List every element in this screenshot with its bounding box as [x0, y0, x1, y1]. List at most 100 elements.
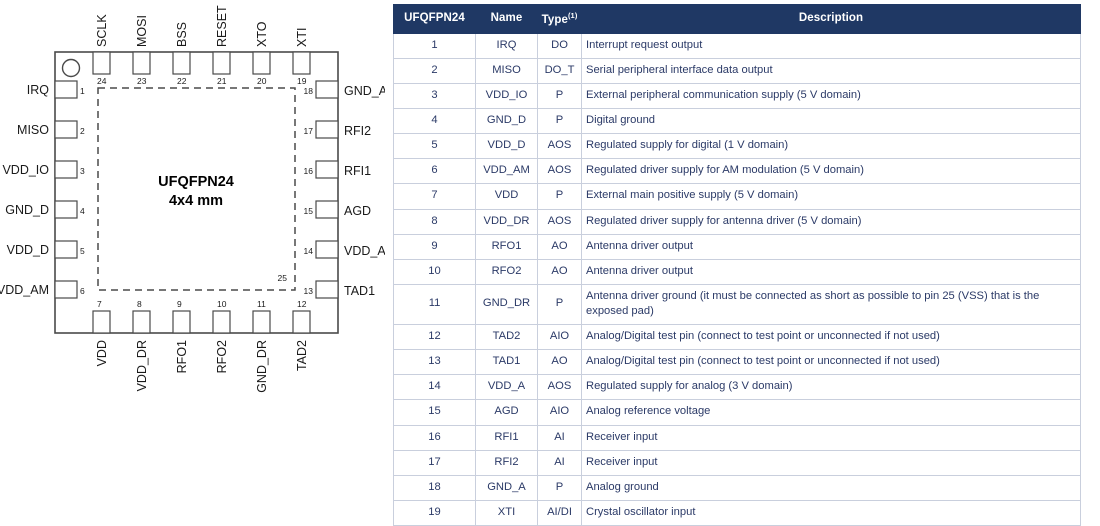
- cell-pin-name: VDD_A: [475, 374, 538, 401]
- cell-pin-description: Antenna driver ground (it must be connec…: [581, 283, 1081, 326]
- cell-pin-type: P: [537, 474, 582, 501]
- cell-pin-type: DO: [537, 32, 582, 59]
- pin-label-reset: RESET: [215, 5, 229, 47]
- column-header-type-footnote: (1): [567, 11, 578, 20]
- cell-pin-name: VDD_DR: [475, 208, 538, 235]
- cell-pin-number: 9: [393, 233, 476, 260]
- pad-11: [252, 310, 271, 334]
- pad-7: [92, 310, 111, 334]
- pin-label-gnd-d: GND_D: [5, 203, 49, 217]
- pin-label-sclk: SCLK: [95, 14, 109, 47]
- package-pinout-diagram: 25 UFQFPN24 4x4 mm 24 23 22 21 20 19 SCL…: [0, 0, 385, 515]
- pin-number-23: 23: [137, 76, 147, 86]
- pin-number-4: 4: [80, 206, 85, 216]
- pin-label-xto: XTO: [255, 21, 269, 47]
- cell-pin-type: AI: [537, 424, 582, 451]
- pad-5: [54, 240, 78, 259]
- cell-pin-description: External peripheral communication supply…: [581, 83, 1081, 110]
- pin-label-rfo1: RFO1: [175, 340, 189, 373]
- cell-pin-number: 2: [393, 57, 476, 85]
- column-header-name: Name: [475, 4, 538, 34]
- cell-pin-type: P: [537, 108, 582, 135]
- cell-pin-name: IRQ: [475, 32, 538, 59]
- cell-pin-name: VDD_IO: [475, 83, 538, 110]
- cell-pin-number: 16: [393, 424, 476, 451]
- cell-pin-type: AIO: [537, 324, 582, 351]
- cell-pin-number: 12: [393, 324, 476, 351]
- cell-pin-type: AI: [537, 449, 582, 476]
- cell-pin-description: Crystal oscillator input: [581, 499, 1081, 526]
- pin-number-7: 7: [97, 299, 102, 309]
- cell-pin-description: Regulated driver supply for antenna driv…: [581, 208, 1081, 235]
- cell-pin-name: GND_DR: [475, 283, 538, 326]
- cell-pin-name: VDD: [475, 183, 538, 210]
- cell-pin-number: 10: [393, 258, 476, 285]
- right-pin-group: 18 17 16 15 14 13 GND_A RFI2 RFI1 AGD VD…: [304, 80, 385, 299]
- cell-pin-number: 4: [393, 108, 476, 135]
- cell-pin-description: Antenna driver output: [581, 233, 1081, 260]
- top-pin-group: 24 23 22 21 20 19 SCLK MOSI BSS RESET XT…: [92, 5, 311, 86]
- cell-pin-description: External main positive supply (5 V domai…: [581, 183, 1081, 210]
- package-body-outline: [54, 51, 339, 334]
- pin-label-vdd: VDD: [95, 340, 109, 366]
- cell-pin-type: AO: [537, 349, 582, 376]
- pad-15: [315, 200, 339, 219]
- cell-pin-name: VDD_D: [475, 133, 538, 160]
- pin-label-rfi1: RFI1: [344, 164, 371, 178]
- pad-14: [315, 240, 339, 259]
- cell-pin-type: P: [537, 283, 582, 326]
- cell-pin-number: 17: [393, 449, 476, 476]
- pin-label-vdd-a: VDD_A: [344, 244, 385, 258]
- pad-20: [252, 51, 271, 75]
- cell-pin-number: 15: [393, 399, 476, 426]
- cell-pin-type: AOS: [537, 374, 582, 401]
- pin-number-1: 1: [80, 86, 85, 96]
- pad-24: [92, 51, 111, 75]
- cell-pin-name: GND_D: [475, 108, 538, 135]
- cell-pin-name: RFO2: [475, 258, 538, 285]
- cell-pin-description: Regulated supply for digital (1 V domain…: [581, 133, 1081, 160]
- pad-8: [132, 310, 151, 334]
- pin-number-21: 21: [217, 76, 227, 86]
- pad-9: [172, 310, 191, 334]
- cell-pin-description: Regulated driver supply for AM modulatio…: [581, 158, 1081, 185]
- cell-pin-name: GND_A: [475, 474, 538, 501]
- left-pin-group: 1 2 3 4 5 6 IRQ MISO VDD_IO GND_D VDD_D …: [0, 80, 85, 299]
- column-header-pin: UFQFPN24: [393, 4, 476, 34]
- cell-pin-description: Regulated supply for analog (3 V domain): [581, 374, 1081, 401]
- bottom-pin-group: 7 8 9 10 11 12 VDD VDD_DR RFO1 RFO2 GND_…: [92, 299, 311, 393]
- cell-pin-name: TAD2: [475, 324, 538, 351]
- cell-pin-name: RFO1: [475, 233, 538, 260]
- pad-19: [292, 51, 311, 75]
- pin-number-3: 3: [80, 166, 85, 176]
- cell-pin-description: Interrupt request output: [581, 32, 1081, 59]
- pin-label-agd: AGD: [344, 204, 371, 218]
- pin-label-vdd-d: VDD_D: [7, 243, 49, 257]
- cell-pin-number: 18: [393, 474, 476, 501]
- pin-label-tad2: TAD2: [295, 340, 309, 371]
- cell-pin-name: XTI: [475, 499, 538, 526]
- cell-pin-type: AOS: [537, 133, 582, 160]
- pin-label-bss: BSS: [175, 22, 189, 47]
- exposed-pad-number: 25: [278, 273, 288, 283]
- cell-pin-description: Receiver input: [581, 449, 1081, 476]
- cell-pin-name: RFI1: [475, 424, 538, 451]
- pad-17: [315, 120, 339, 139]
- column-header-type: Type(1): [537, 4, 582, 34]
- cell-pin-type: DO_T: [537, 57, 582, 85]
- pin-number-6: 6: [80, 286, 85, 296]
- pin-number-10: 10: [217, 299, 227, 309]
- pin-number-17: 17: [304, 126, 314, 136]
- pin-number-2: 2: [80, 126, 85, 136]
